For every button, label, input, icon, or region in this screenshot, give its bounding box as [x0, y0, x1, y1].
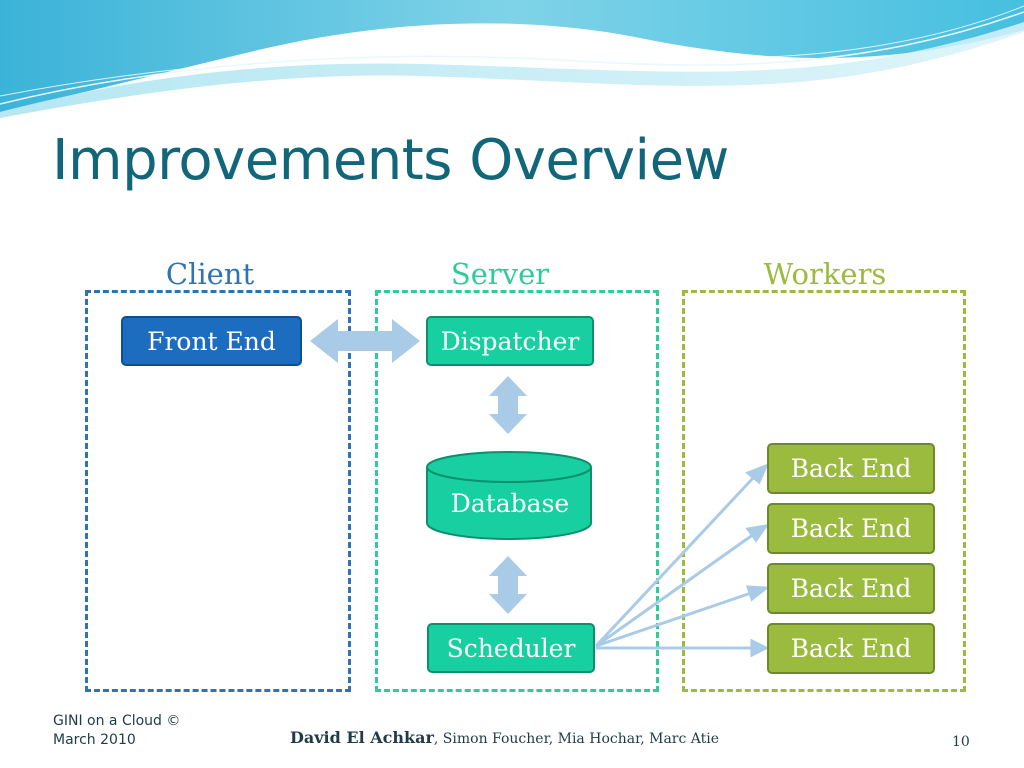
footer-authors: David El Achkar, Simon Foucher, Mia Hoch… — [290, 728, 719, 747]
back-end-node-2: Back End — [767, 503, 935, 554]
footer-coauthors: , Simon Foucher, Mia Hochar, Marc Atie — [433, 731, 720, 747]
section-label-server: Server — [450, 257, 550, 291]
front-end-node: Front End — [121, 316, 302, 366]
footer-presenter: David El Achkar — [290, 728, 434, 747]
back-end-node-3: Back End — [767, 563, 935, 614]
double-arrow-dispatcher-database — [489, 376, 527, 434]
footer-copyright: GINI on a Cloud © March 2010 — [53, 713, 181, 748]
server-section-box — [375, 290, 659, 692]
section-label-client: Client — [165, 257, 255, 291]
arrow-scheduler-backend-1 — [594, 475, 756, 648]
arrow-scheduler-backend-3 — [595, 590, 755, 648]
arrow-scheduler-backend-2 — [595, 532, 755, 648]
client-section-box — [85, 290, 351, 692]
back-end-node-4: Back End — [767, 623, 935, 674]
double-arrow-frontend-dispatcher — [310, 319, 420, 363]
slide-title: Improvements Overview — [52, 128, 729, 193]
page-number: 10 — [952, 734, 970, 750]
workers-section-box — [682, 290, 966, 692]
section-label-workers: Workers — [763, 257, 887, 291]
database-label: Database — [450, 489, 570, 518]
double-arrow-database-scheduler — [489, 556, 527, 614]
header-wave-decoration — [0, 0, 1024, 118]
scheduler-node: Scheduler — [427, 623, 595, 673]
back-end-node-1: Back End — [767, 443, 935, 494]
database-cylinder — [426, 451, 592, 540]
dispatcher-node: Dispatcher — [426, 316, 594, 366]
